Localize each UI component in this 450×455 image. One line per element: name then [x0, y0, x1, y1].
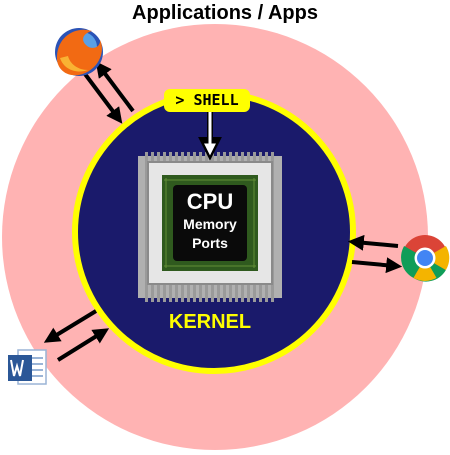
firefox-arrows	[83, 61, 135, 124]
shell-label: > SHELL	[164, 89, 250, 112]
word-icon	[8, 349, 47, 385]
memory-label: Memory	[183, 216, 237, 232]
cpu-label: CPU	[186, 189, 234, 214]
cpu-chip	[138, 152, 282, 302]
firefox-icon	[55, 28, 103, 76]
ports-label: Ports	[192, 235, 228, 251]
chrome-icon	[401, 235, 450, 282]
diagram-title: Applications / Apps	[132, 2, 318, 24]
kernel-label: KERNEL	[168, 311, 252, 333]
chrome-arrows	[347, 234, 403, 274]
word-arrows	[43, 309, 110, 362]
